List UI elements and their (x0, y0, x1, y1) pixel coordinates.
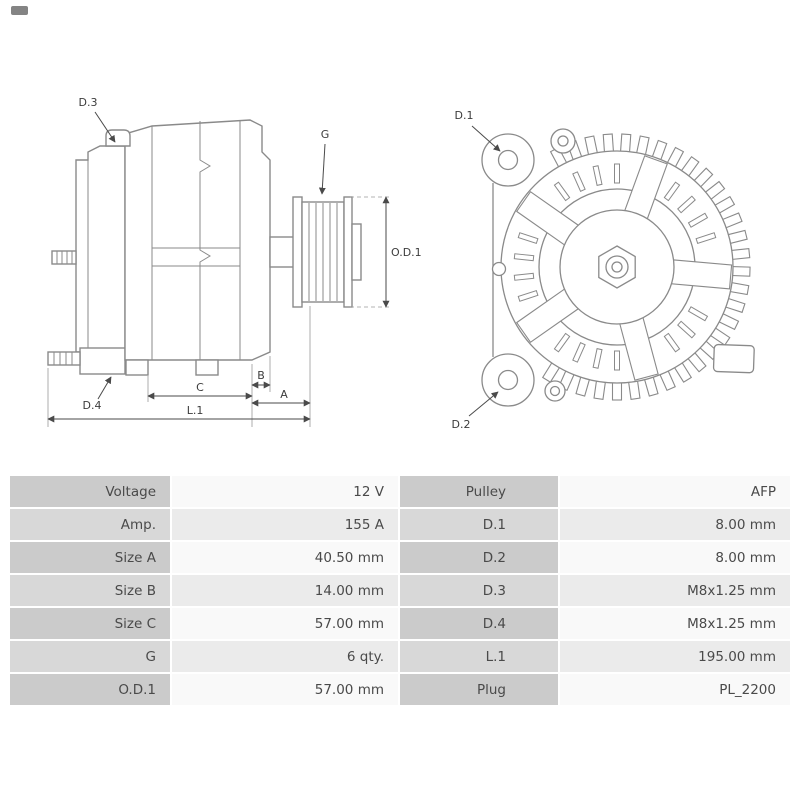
dim-d2-label: D.2 (452, 418, 471, 431)
dim-d3: D.3 (79, 96, 116, 143)
table-row: Size B 14.00 mm D.3 M8x1.25 mm (10, 575, 790, 606)
alternator-technical-drawing: O.D.1 G D.3 D.4 C B A (47, 96, 755, 431)
spec-label: Pulley (400, 476, 558, 507)
table-row: Voltage 12 V Pulley AFP (10, 476, 790, 507)
small-lug-top (550, 128, 576, 154)
logo-fragment (11, 6, 28, 15)
spec-value: 8.00 mm (560, 542, 790, 573)
dim-d1: D.1 (455, 109, 501, 152)
spec-label: Size A (10, 542, 170, 573)
lug-bottom-right (712, 343, 755, 374)
dim-b: B (251, 369, 271, 389)
spec-value: 155 A (172, 509, 398, 540)
spec-value: 195.00 mm (560, 641, 790, 672)
spec-value: 57.00 mm (172, 674, 398, 705)
fan-spokes (515, 155, 733, 381)
spec-label: Size B (10, 575, 170, 606)
rear-cover (75, 145, 126, 367)
spec-value: PL_2200 (560, 674, 790, 705)
spec-label: D.4 (400, 608, 558, 639)
mounting-stud-d4 (47, 347, 126, 375)
table-row: G 6 qty. L.1 195.00 mm (10, 641, 790, 672)
dim-g-label: G (321, 128, 330, 141)
dim-b-label: B (257, 369, 265, 382)
dim-c-label: C (196, 381, 204, 394)
spec-value: M8x1.25 mm (560, 608, 790, 639)
front-view (481, 128, 755, 407)
table-row: Size C 57.00 mm D.4 M8x1.25 mm (10, 608, 790, 639)
table-row: O.D.1 57.00 mm Plug PL_2200 (10, 674, 790, 705)
bolt-ear-d3 (105, 129, 131, 147)
spec-label: Voltage (10, 476, 170, 507)
web-bolt-hole (491, 261, 507, 277)
dim-d4: D.4 (83, 376, 112, 412)
dim-g: G (318, 128, 330, 195)
spec-label: G (10, 641, 170, 672)
alternator-body (124, 119, 271, 361)
spec-value: 57.00 mm (172, 608, 398, 639)
spec-value: M8x1.25 mm (560, 575, 790, 606)
stator-slots (513, 163, 717, 371)
shaft (269, 236, 295, 268)
spec-label: L.1 (400, 641, 558, 672)
spec-label: Size C (10, 608, 170, 639)
spec-value: 14.00 mm (172, 575, 398, 606)
dim-od1: O.D.1 (382, 196, 422, 308)
spec-label: Plug (400, 674, 558, 705)
small-lug-bottom (544, 380, 566, 402)
spec-value: 8.00 mm (560, 509, 790, 540)
dim-a-label: A (280, 388, 288, 401)
pulley (292, 196, 362, 308)
spec-label: O.D.1 (10, 674, 170, 705)
spec-value: 12 V (172, 476, 398, 507)
dim-d2: D.2 (452, 391, 499, 431)
spec-label: D.1 (400, 509, 558, 540)
spec-value: 6 qty. (172, 641, 398, 672)
dim-d3-label: D.3 (79, 96, 98, 109)
spec-value: 40.50 mm (172, 542, 398, 573)
dim-l1: L.1 (47, 404, 311, 423)
side-view (47, 119, 362, 376)
spec-label: D.3 (400, 575, 558, 606)
dim-c: C (147, 381, 253, 400)
terminal-stud (51, 250, 77, 265)
spec-table: Voltage 12 V Pulley AFP Amp. 155 A D.1 8… (10, 476, 790, 705)
dim-a: A (251, 388, 311, 407)
spec-label: D.2 (400, 542, 558, 573)
dim-d4-label: D.4 (83, 399, 102, 412)
spec-label: Amp. (10, 509, 170, 540)
spec-value: AFP (560, 476, 790, 507)
front-view-dimensions: D.1 D.2 (452, 109, 501, 431)
dim-od1-label: O.D.1 (391, 246, 422, 259)
dim-l1-label: L.1 (187, 404, 204, 417)
table-row: Amp. 155 A D.1 8.00 mm (10, 509, 790, 540)
side-view-dimensions: O.D.1 G D.3 D.4 C B A (47, 96, 422, 427)
table-row: Size A 40.50 mm D.2 8.00 mm (10, 542, 790, 573)
dim-d1-label: D.1 (455, 109, 474, 122)
